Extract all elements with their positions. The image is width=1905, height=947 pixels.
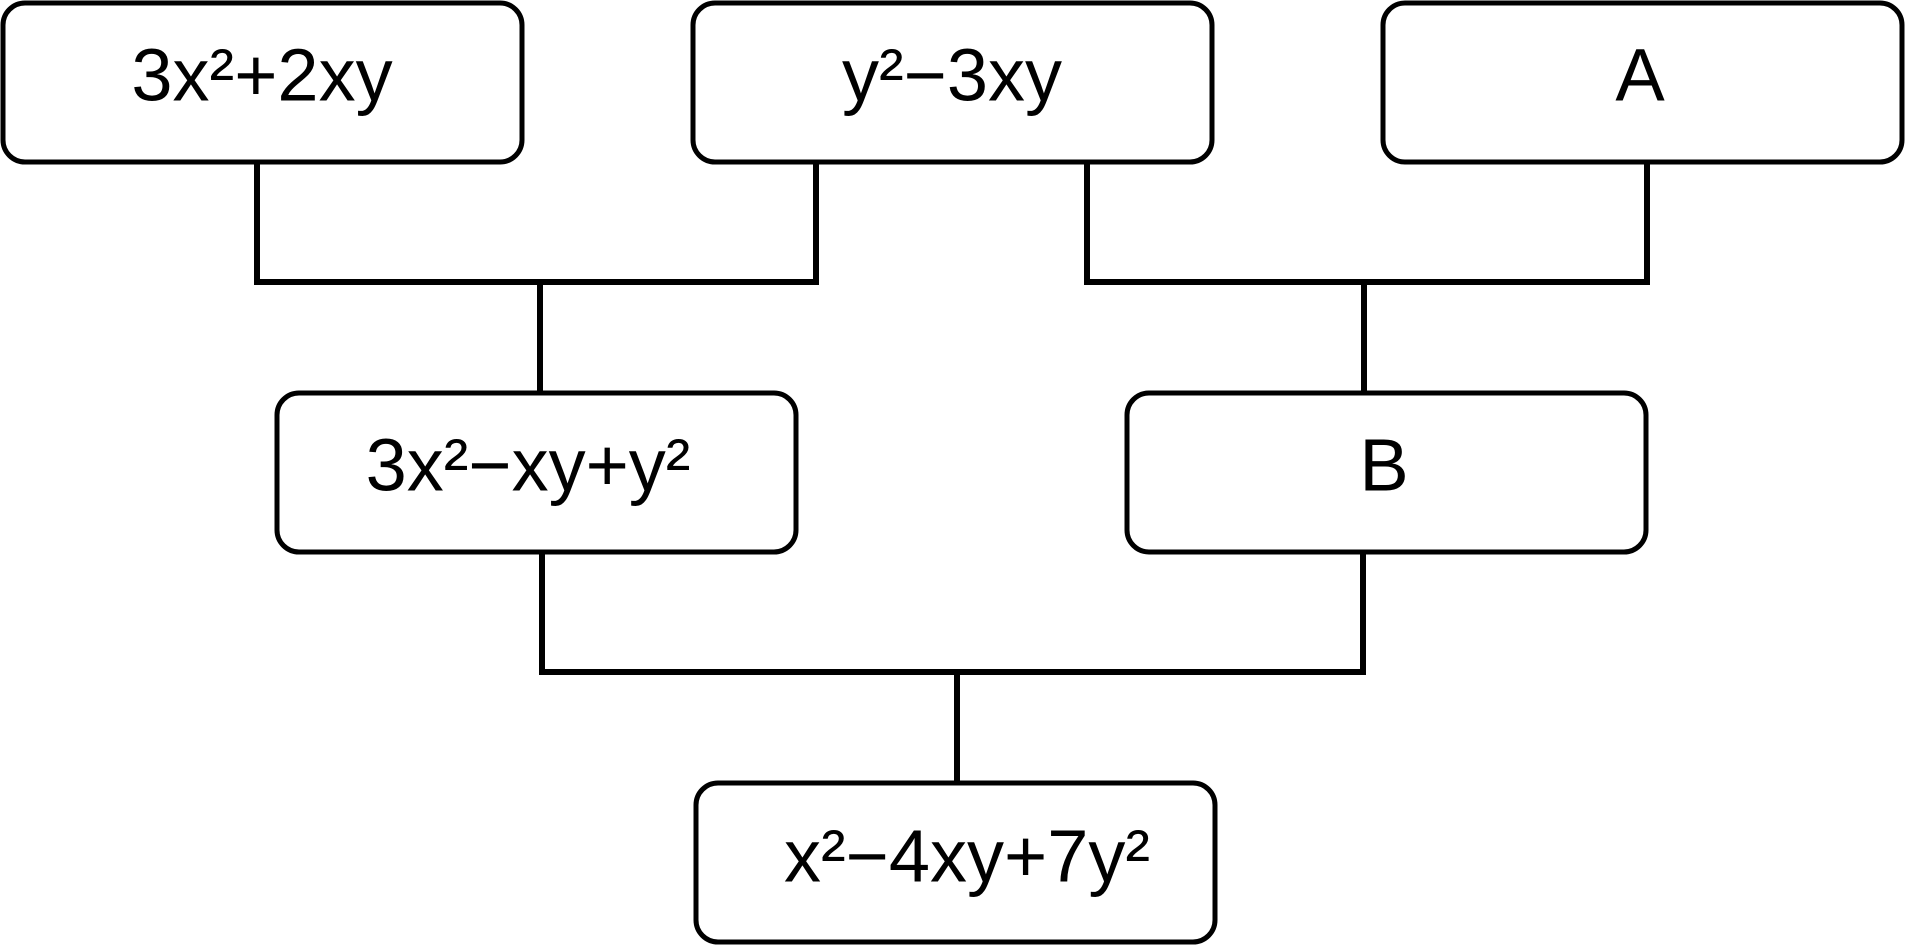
- expression-bottom: x²−4xy+7y²: [784, 815, 1150, 898]
- box-top-right: A: [1380, 0, 1905, 165]
- expression-middle-left: 3x²−xy+y²: [366, 424, 691, 507]
- box-middle-right: B: [1124, 390, 1649, 555]
- box-top-middle: y²−3xy: [690, 0, 1215, 165]
- box-bottom: x²−4xy+7y²: [693, 780, 1218, 945]
- expression-top-left: 3x²+2xy: [131, 34, 392, 117]
- expression-top-middle: y²−3xy: [842, 34, 1062, 117]
- connector-top-right-pair: [1084, 159, 1650, 285]
- label-b: B: [1359, 424, 1408, 507]
- connector-middle-pair: [539, 549, 1366, 675]
- label-a: A: [1615, 34, 1665, 117]
- connector-top-left-pair: [254, 159, 819, 285]
- box-middle-left: 3x²−xy+y²: [274, 390, 799, 555]
- box-top-left: 3x²+2xy: [0, 0, 525, 165]
